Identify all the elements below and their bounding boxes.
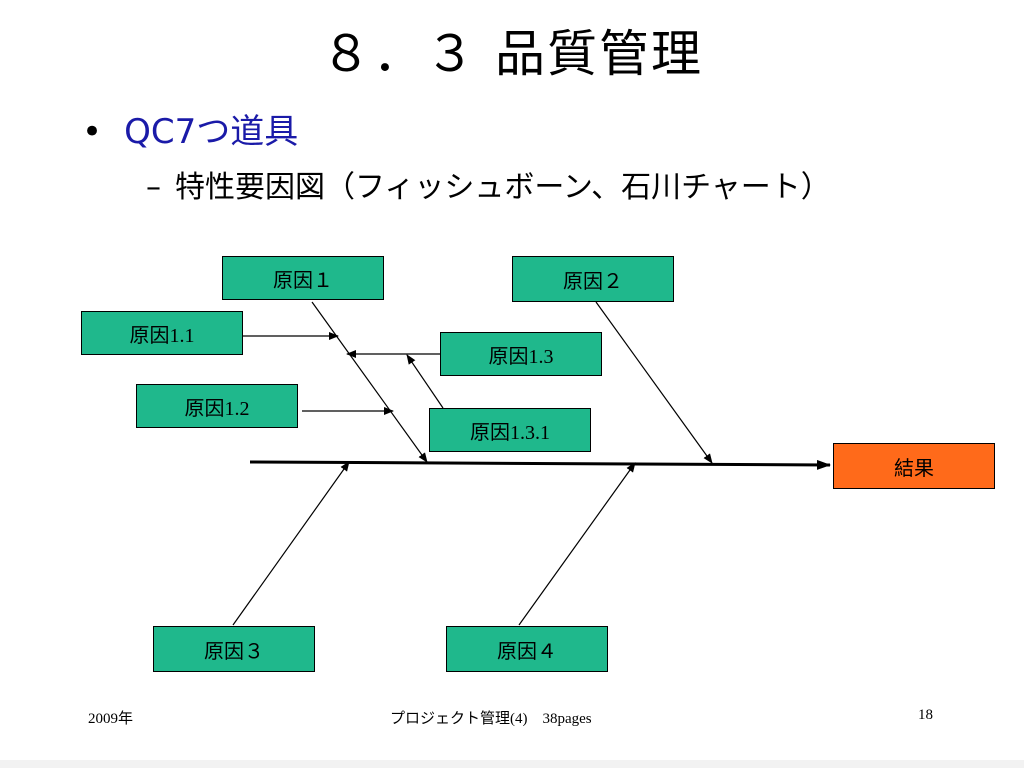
slide-title: ８．３ 品質管理 bbox=[321, 25, 703, 83]
effect-label: 結果 bbox=[894, 455, 934, 480]
arrow-cause1-3-1 bbox=[406, 354, 444, 409]
sub-bullet-text: 特性要因図（フィッシュボーン、石川チャート） bbox=[175, 170, 831, 205]
cause-3-box: 原因３ bbox=[153, 626, 315, 672]
cause-4-box: 原因４ bbox=[446, 626, 608, 672]
cause-2-label: 原因２ bbox=[563, 268, 623, 293]
bullet-qc7-tools: • QC7つ道具 bbox=[82, 110, 298, 154]
footer-page-number: 18 bbox=[918, 707, 933, 723]
bone-cause1 bbox=[311, 301, 428, 463]
footer-title: プロジェクト管理(4) 38pages bbox=[390, 711, 592, 727]
bullet-dot-icon: • bbox=[82, 112, 103, 152]
sub-bullet-dash: – bbox=[146, 170, 161, 205]
footer-date: 2009年 bbox=[88, 711, 134, 727]
cause-1-1-label: 原因1.1 bbox=[129, 324, 195, 347]
bullet-text: QC7つ道具 bbox=[124, 112, 299, 152]
sub-bullet-fishbone: – 特性要因図（フィッシュボーン、石川チャート） bbox=[146, 168, 831, 208]
bone-cause3 bbox=[232, 461, 350, 626]
spine-arrow bbox=[249, 459, 831, 470]
bone-cause2 bbox=[595, 301, 713, 464]
cause-1-box: 原因１ bbox=[222, 256, 384, 300]
cause-1-1-box: 原因1.1 bbox=[81, 311, 243, 355]
cause-1-3-1-label: 原因1.3.1 bbox=[470, 421, 550, 444]
cause-1-3-box: 原因1.3 bbox=[440, 332, 602, 376]
cause-1-3-label: 原因1.3 bbox=[488, 345, 554, 368]
cause-2-box: 原因２ bbox=[512, 256, 674, 302]
cause-1-2-label: 原因1.2 bbox=[184, 397, 250, 420]
effect-box: 結果 bbox=[833, 443, 995, 489]
bottom-rule bbox=[0, 760, 1024, 768]
cause-1-3-1-box: 原因1.3.1 bbox=[429, 408, 591, 452]
cause-4-label: 原因４ bbox=[497, 638, 557, 663]
cause-1-label: 原因１ bbox=[273, 267, 333, 292]
cause-3-label: 原因３ bbox=[204, 638, 264, 663]
bone-cause4 bbox=[518, 462, 636, 626]
cause-1-2-box: 原因1.2 bbox=[136, 384, 298, 428]
